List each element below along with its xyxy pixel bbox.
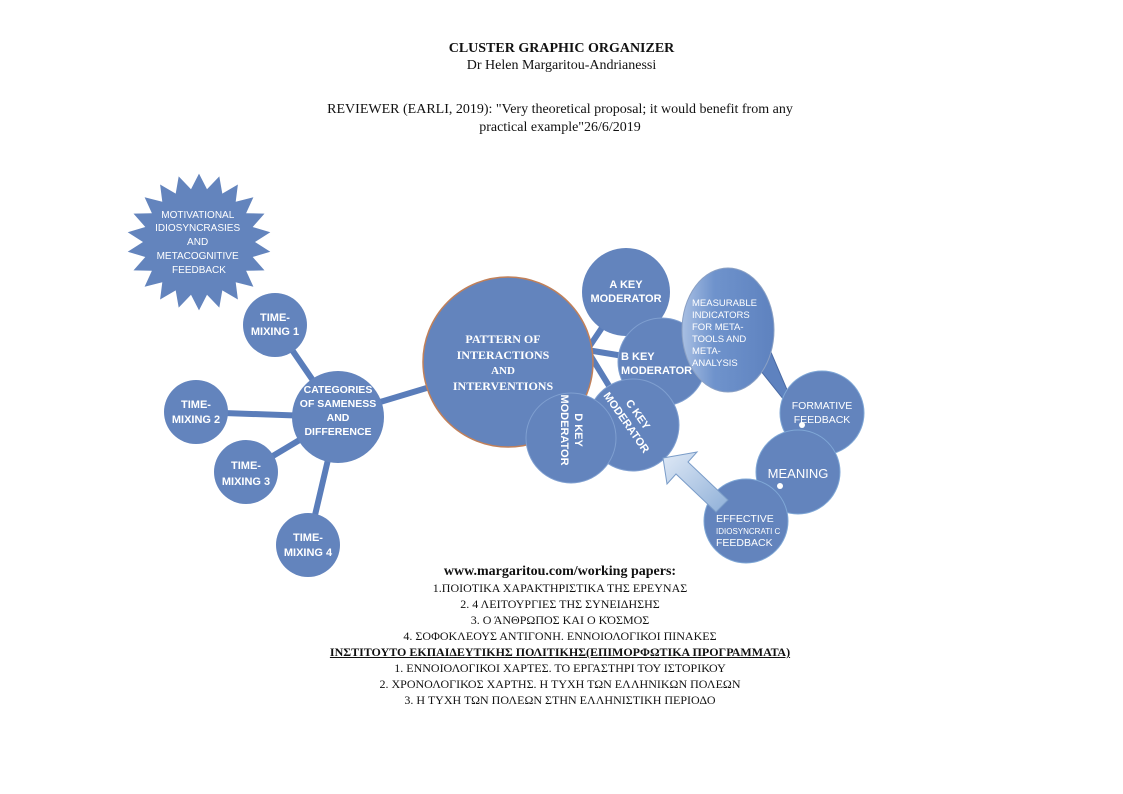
website-link[interactable]: www.margaritou.com/working papers: <box>443 564 677 579</box>
reviewer-line-2: practical example"26/6/2019 <box>479 120 641 135</box>
paper-item: 3. Ο ΆΝΘΡΩΠΟΣ ΚΑΙ Ο ΚΌΣΜΟΣ <box>470 613 650 627</box>
paper-item: 2. 4 ΛΕΙΤΟΥΡΓΙΕΣ ΤΗΣ ΣΥΝΕΙΔΗΣΗΣ <box>460 597 660 611</box>
author: Dr Helen Margaritou-Andrianessi <box>466 58 657 73</box>
references: www.margaritou.com/working papers: 1.ΠΟΙ… <box>300 564 820 708</box>
reviewer-line-1: REVIEWER (EARLI, 2019): "Very theoretica… <box>327 102 793 117</box>
svg-text:MEANING: MEANING <box>768 466 829 481</box>
program-item: 1. ΕΝΝΟΙΟΛΟΓΙΚΟΙ ΧΑΡΤΕΣ. ΤΟ ΕΡΓΑΣΤΗΡΙ ΤΟ… <box>394 661 726 675</box>
svg-text:B KEYMODERATOR: B KEYMODERATOR <box>621 351 692 377</box>
paper-item: 4. ΣΟΦΟΚΛΕΟΥΣ ΑΝΤΙΓΟΝΗ. ΕΝΝΟΙΟΛΟΓΙΚΟΙ ΠΙ… <box>403 629 717 643</box>
page-title: CLUSTER GRAPHIC ORGANIZER <box>448 41 675 56</box>
svg-text:TIME-MIXING 3: TIME-MIXING 3 <box>222 460 270 488</box>
time-mixing-2: TIME-MIXING 2 <box>164 380 228 444</box>
cycle-dot <box>777 483 783 489</box>
svg-text:TIME-MIXING 1: TIME-MIXING 1 <box>251 312 299 338</box>
program-item: 2. ΧΡΟΝΟΛΟΓΙΚΟΣ ΧΑΡΤΗΣ. Η ΤΥΧΗ ΤΩΝ ΕΛΛΗΝ… <box>379 677 741 691</box>
svg-text:TIME-MIXING 4: TIME-MIXING 4 <box>284 532 333 559</box>
feedback-arrow-icon <box>662 451 729 513</box>
svg-text:TIME-MIXING 2: TIME-MIXING 2 <box>172 399 220 426</box>
program-item: 3. Η ΤΥΧΗ ΤΩΝ ΠΟΛΕΩΝ ΣΤΗΝ ΕΛΛΗΝΙΣΤΙΚΗ ΠΕ… <box>404 693 716 707</box>
time-mixing-4: TIME-MIXING 4 <box>276 513 340 577</box>
motivational-star <box>127 173 271 311</box>
time-mixing-3: TIME-MIXING 3 <box>214 440 278 504</box>
time-mixing-1: TIME-MIXING 1 <box>243 293 307 357</box>
institute-heading: ΙΝΣΤΙΤΟΥΤΟ ΕΚΠΑΙΔΕΥΤΙΚΗΣ ΠΟΛΙΤΙΚΗΣ(ΕΠΙΜΟ… <box>329 645 791 659</box>
cycle-dot <box>799 422 805 428</box>
svg-text:D KEYMODERATOR: D KEYMODERATOR <box>558 394 584 465</box>
moderator-d: D KEYMODERATOR <box>525 392 617 484</box>
paper-item: 1.ΠΟΙΟΤΙΚΑ ΧΑΡΑΚΤΗΡΙΣΤΙΚΑ ΤΗΣ ΕΡΕΥΝΑΣ <box>432 581 688 595</box>
star-label: MOTIVATIONAL IDIOSYNCRASIES AND METACOGN… <box>155 210 243 276</box>
svg-text:A KEYMODERATOR: A KEYMODERATOR <box>590 279 661 305</box>
reviewer-comment: REVIEWER (EARLI, 2019): "Very theoretica… <box>300 101 820 137</box>
